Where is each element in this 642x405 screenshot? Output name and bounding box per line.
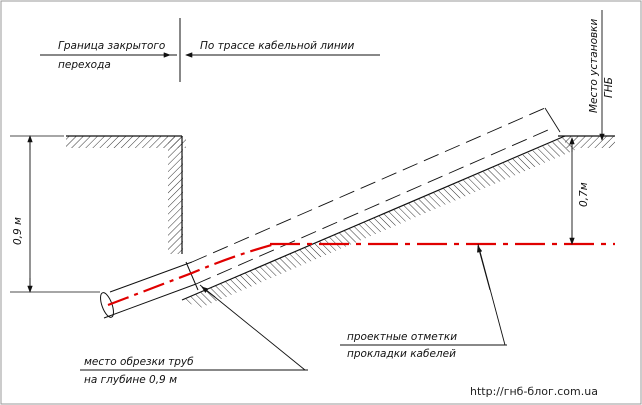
right-depth-dimension: 0,7м (569, 137, 590, 245)
install-label-group: Место установки ГНБ (588, 10, 615, 141)
footer-url: http://гнб-блог.com.ua (470, 385, 598, 398)
design-marks-label-group: проектные отметки прокладки кабелей (340, 243, 507, 360)
right-depth-label: 0,7м (578, 182, 590, 207)
boundary-label-group: Граница закрытого перехода (40, 40, 177, 71)
left-depth-label: 0,9 м (12, 217, 24, 245)
cable-axis (107, 242, 615, 307)
boundary-label-line1: Граница закрытого (58, 40, 165, 52)
cut-location-line2: на глубине 0,9 м (84, 374, 177, 386)
route-label-group: По трассе кабельной линии (185, 40, 380, 58)
route-label: По трассе кабельной линии (200, 40, 355, 52)
pipe (100, 107, 561, 319)
cut-location-label-group: место обрезки труб на глубине 0,9 м (80, 284, 308, 386)
install-label-line2: ГНБ (603, 77, 615, 98)
left-depth-dimension: 0,9 м (10, 135, 100, 293)
left-ground (66, 135, 186, 254)
design-marks-line2: прокладки кабелей (347, 348, 456, 360)
cut-location-line1: место обрезки труб (84, 356, 194, 368)
design-marks-line1: проектные отметки (347, 331, 457, 343)
boundary-label-line2: перехода (58, 59, 111, 71)
install-label-line1: Место установки (588, 18, 600, 113)
slope-ground (181, 135, 615, 308)
